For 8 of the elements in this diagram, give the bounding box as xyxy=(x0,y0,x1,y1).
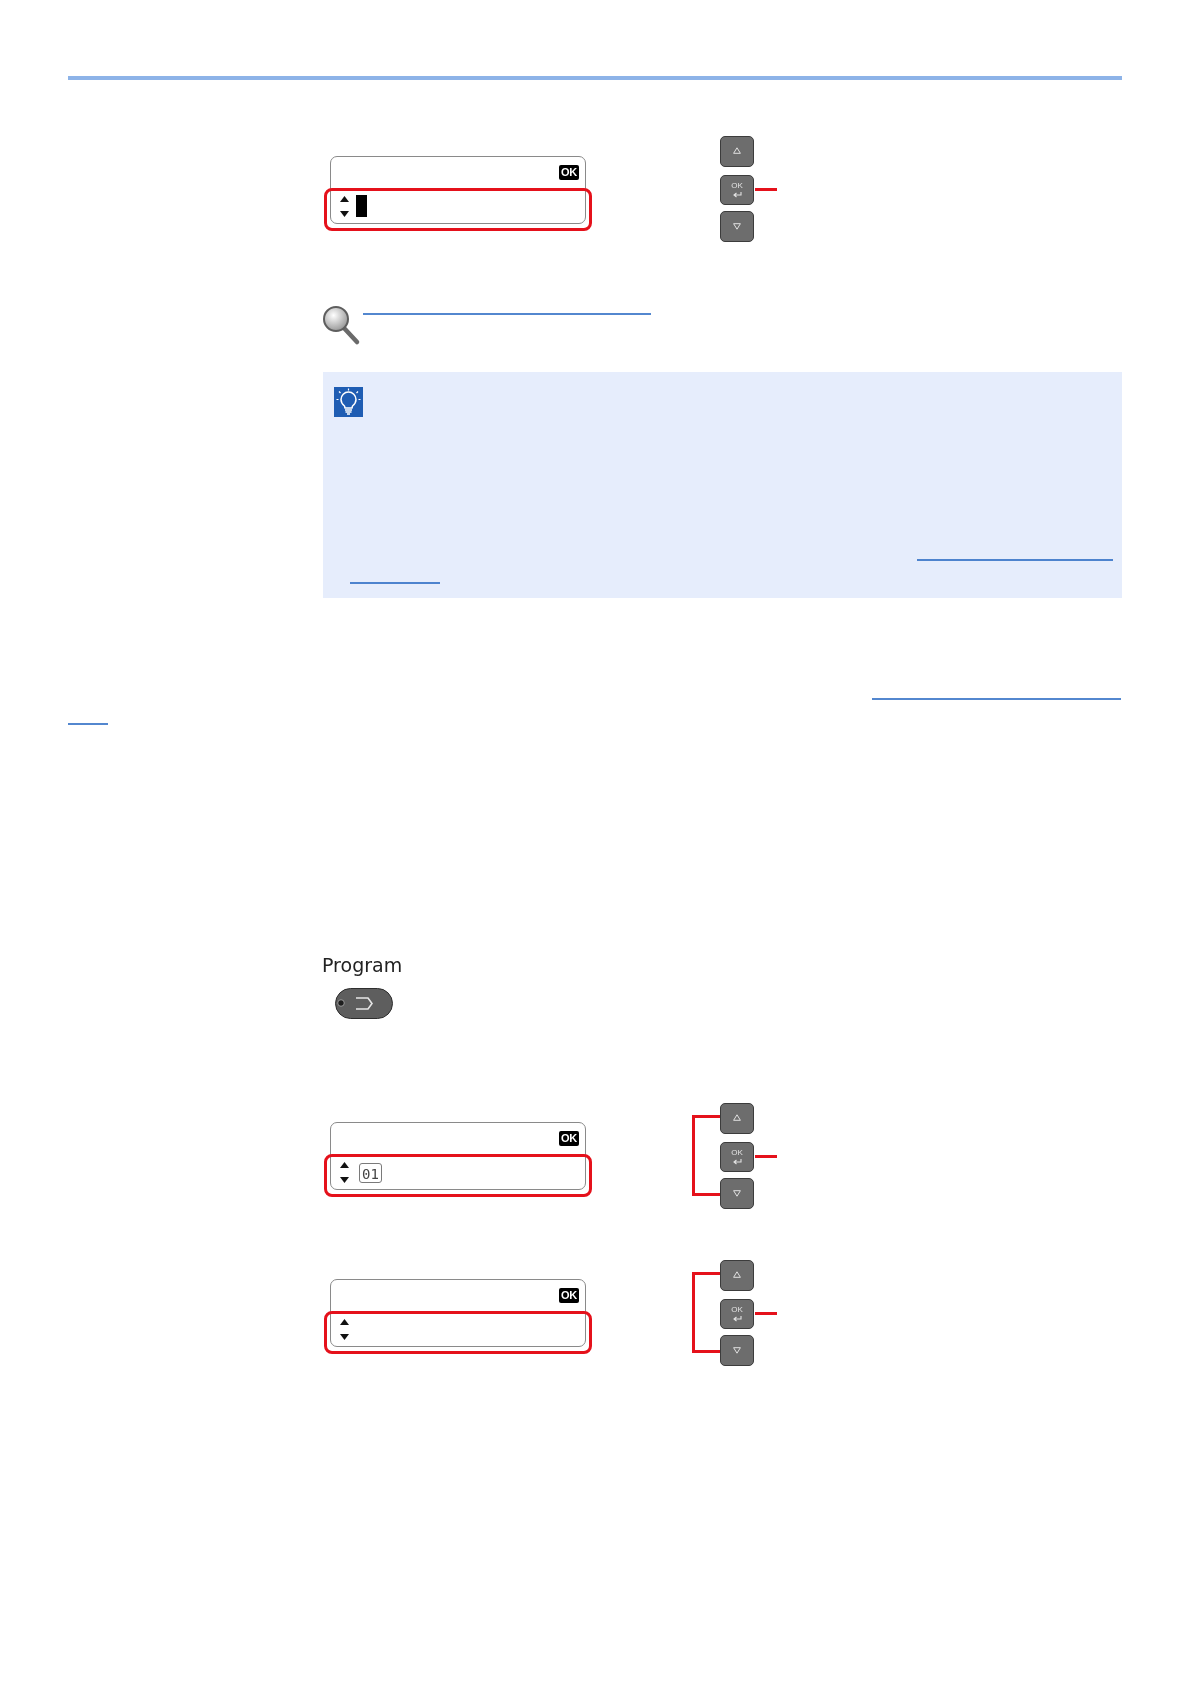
softkey-label: OK xyxy=(559,1131,579,1146)
softkey-label: OK xyxy=(559,1288,579,1303)
ok-key: OK xyxy=(720,1142,754,1172)
ok-key: OK xyxy=(720,175,754,205)
softkey-label: OK xyxy=(559,165,579,180)
key-caption: Program xyxy=(322,953,403,977)
number-field: 01 xyxy=(359,1163,382,1183)
ok-key: OK xyxy=(720,1299,754,1329)
